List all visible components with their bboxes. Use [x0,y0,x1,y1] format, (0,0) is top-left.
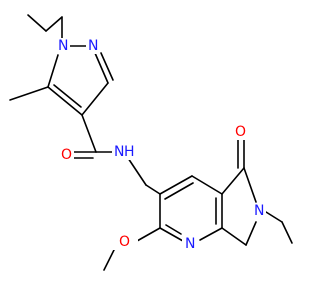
bond-nl-ethyl-ch3 [281,221,293,244]
atom-pyrazole-n1-label: N [58,38,68,54]
bond-c4a-c5l [221,167,245,195]
atom-amide-nh: N H [112,144,138,160]
bond-n2-c3-double [100,52,114,81]
atom-labels: N N O N H O N O N [56,38,266,252]
bond-nl-c7l [245,221,257,246]
atom-pyridine-n: N [182,236,198,252]
atom-amide-h-label: H [124,144,135,160]
bond-nh-ch2 [127,157,147,186]
bond-c5l-nl [243,167,257,203]
atom-methoxy-o: O [112,234,138,250]
atom-pyrazole-n2: N [86,38,100,54]
bond-npy-c2p-double [165,224,182,235]
atom-lactam-o: O [234,124,248,140]
atom-amide-o-label: O [61,147,72,163]
bond-c5-methyl [9,86,49,101]
bond-c7l-c7a [221,227,247,246]
bond-nl-ethyl-ch2 [265,211,283,223]
bond-c4-c5 [47,86,83,116]
atom-lactam-n: N [252,203,266,219]
bond-c5-n1 [47,54,59,88]
atom-pyridine-n-label: N [185,236,195,252]
atom-lactam-n-label: N [254,203,264,219]
bond-n1-ethyl-ch2 [27,14,47,32]
bonds [9,14,293,271]
atom-pyrazole-n1: N [56,38,70,54]
atom-pyrazole-n2-label: N [88,38,98,54]
atom-amide-n-label: N [114,144,124,160]
atom-methoxy-o-label: O [119,234,130,250]
bond-ethyl-ch2-ch3 [45,16,63,32]
bond-n2-c3 [94,52,109,84]
bond-ch2-c3p [145,184,161,195]
bond-c2p-omethoxy [136,227,161,242]
bond-c4-carbonyl [81,114,97,153]
molecule-structure: N N O N H O N O N [9,14,293,271]
bond-omethoxy-ch3 [103,249,115,271]
bond-c3-c4 [81,82,109,116]
bond-c4-c5-double [53,84,82,108]
bond-c3p-c4p-double [164,182,194,200]
bond-npy-c2p [159,227,184,242]
bond-c7a-npy [199,227,223,241]
atom-lactam-o-label: O [235,124,246,140]
bond-c3p-c4p [159,175,193,195]
bond-c4p-c4a [191,175,223,195]
atom-amide-o: O [60,147,74,163]
